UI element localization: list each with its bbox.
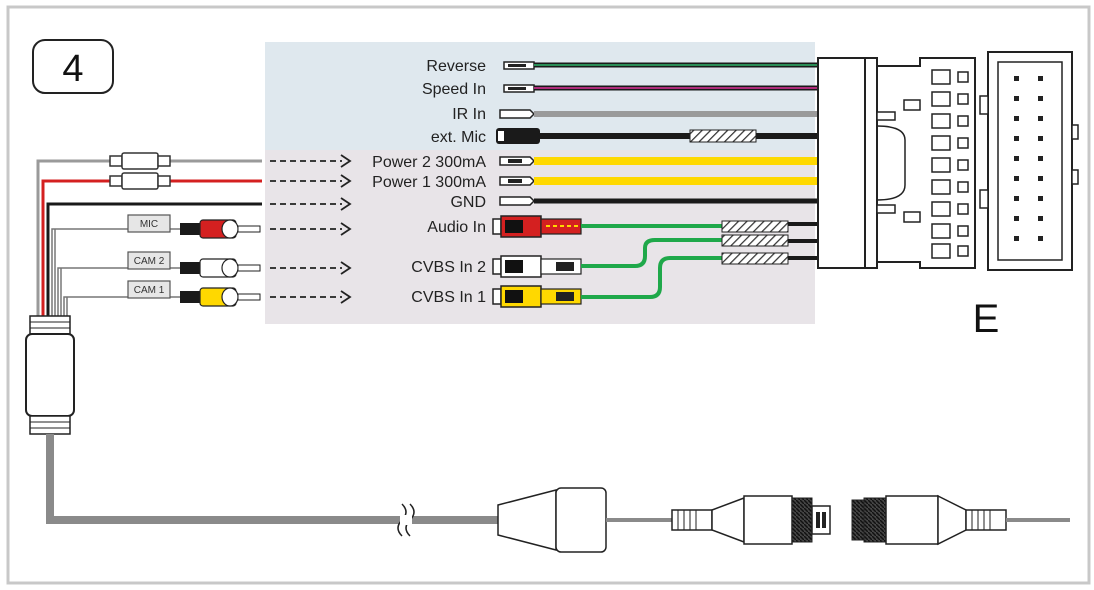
camera-connector-male: [671, 495, 831, 545]
extension-cable: [46, 434, 672, 553]
label-audio-in: Audio In: [427, 219, 486, 236]
wiring-harness-connector: [817, 57, 976, 269]
cvbs1-jack: [492, 256, 722, 308]
reverse-wire: [503, 61, 865, 70]
label-ext-mic: ext. Mic: [431, 129, 486, 146]
label-power2: Power 2 300mA: [372, 154, 486, 171]
cvbs2-jack: [492, 238, 722, 278]
cable-bundle: [36, 159, 262, 318]
ir-wire: [499, 109, 865, 119]
label-reverse: Reverse: [426, 58, 486, 75]
audio-in-jack: [492, 215, 722, 238]
cam2-plug: CAM 2: [127, 251, 261, 278]
label-speed-in: Speed In: [422, 81, 486, 98]
fuse-holders: [109, 152, 171, 190]
label-gnd: GND: [450, 194, 486, 211]
cam1-plug: CAM 1: [127, 280, 261, 307]
power1-wire: [499, 176, 865, 186]
step-number: 4: [62, 48, 83, 90]
connector-letter: E: [973, 297, 1000, 341]
bundle-connector: [25, 315, 75, 435]
label-cvbs1: CVBS In 1: [411, 289, 486, 306]
step-badge: 4: [32, 39, 114, 94]
label-ir-in: IR In: [452, 106, 486, 123]
power2-wire: [499, 156, 865, 166]
label-power1: Power 1 300mA: [372, 174, 486, 191]
outer-frame: [6, 5, 1091, 585]
dashed-arrows: [270, 154, 352, 304]
mic-plug: MIC: [127, 214, 261, 239]
label-cvbs2: CVBS In 2: [411, 259, 486, 276]
tag-mic: MIC: [140, 219, 158, 230]
connector-e-face: [979, 51, 1079, 271]
speed-wire: [503, 84, 865, 93]
tag-cam2: CAM 2: [134, 256, 165, 267]
camera-connector-female: [851, 494, 1070, 546]
mic-wire: [496, 128, 865, 144]
gnd-wire: [499, 196, 865, 206]
tag-cam1: CAM 1: [134, 285, 165, 296]
